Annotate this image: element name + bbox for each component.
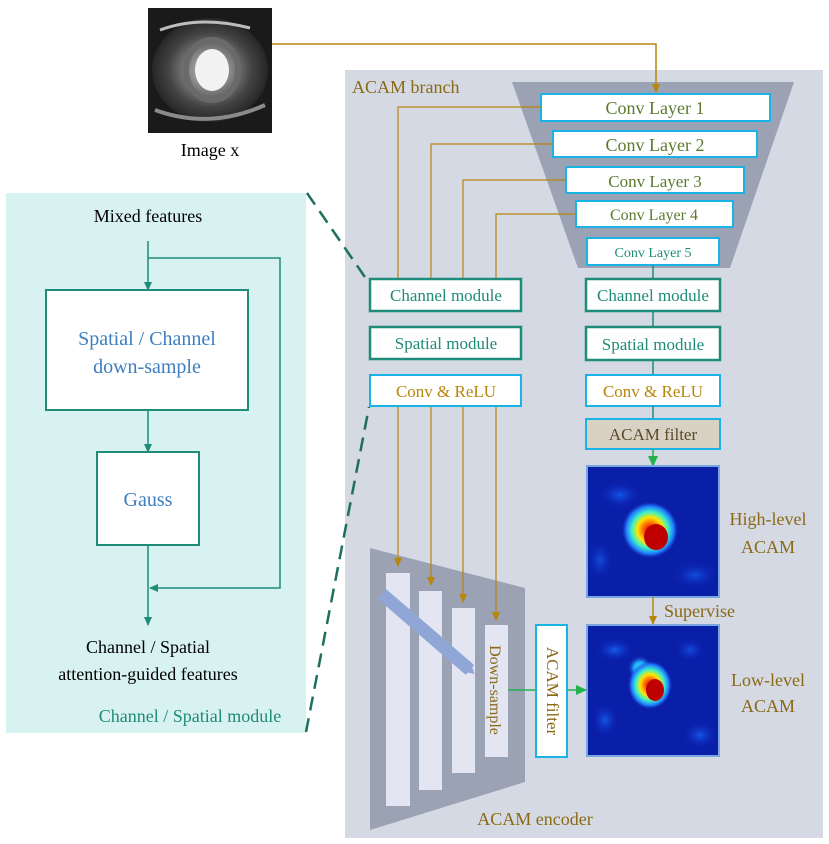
svg-text:Channel module: Channel module bbox=[390, 286, 502, 305]
svg-text:Conv Layer 5: Conv Layer 5 bbox=[615, 246, 692, 261]
encoder-acam-filter: ACAM filter bbox=[535, 624, 568, 758]
module-skip-line bbox=[148, 257, 281, 592]
svg-text:Spatial module: Spatial module bbox=[395, 334, 497, 353]
module-output-line1: Channel / Spatial bbox=[86, 637, 210, 657]
left-channel-module: Channel module bbox=[368, 277, 523, 313]
zoom-connector-bottom bbox=[304, 406, 371, 733]
right-channel-module: Channel module bbox=[584, 277, 722, 313]
conv-layer-3: Conv Layer 3 bbox=[565, 166, 745, 194]
encoder-bar-3 bbox=[452, 608, 475, 773]
conv-layer-4: Conv Layer 4 bbox=[575, 200, 734, 228]
image-to-conv-arrow bbox=[272, 43, 660, 93]
svg-text:Conv Layer 4: Conv Layer 4 bbox=[610, 207, 698, 224]
svg-text:Gauss: Gauss bbox=[124, 489, 173, 511]
left-spatial-module: Spatial module bbox=[368, 325, 523, 361]
input-mri-image bbox=[148, 8, 272, 133]
input-caption: Image x bbox=[181, 140, 239, 160]
left-conv-relu: Conv & ReLU bbox=[369, 374, 522, 407]
right-spatial-module: Spatial module bbox=[584, 325, 722, 362]
zoom-connector-top bbox=[305, 192, 371, 284]
module-output-line2: attention-guided features bbox=[58, 664, 237, 684]
svg-text:Conv & ReLU: Conv & ReLU bbox=[396, 382, 496, 401]
module-gauss-box: Gauss bbox=[96, 451, 200, 546]
svg-text:Conv Layer 1: Conv Layer 1 bbox=[606, 98, 705, 118]
low-level-label-1: Low-level bbox=[731, 670, 805, 690]
svg-text:Channel module: Channel module bbox=[597, 286, 709, 305]
module-input-label: Mixed features bbox=[94, 206, 202, 226]
skip-connections bbox=[394, 106, 576, 621]
right-conv-relu: Conv & ReLU bbox=[585, 374, 721, 407]
svg-text:down-sample: down-sample bbox=[93, 356, 201, 378]
svg-text:ACAM filter: ACAM filter bbox=[543, 647, 562, 736]
svg-text:Spatial / Channel: Spatial / Channel bbox=[78, 328, 216, 350]
svg-text:Conv & ReLU: Conv & ReLU bbox=[603, 382, 703, 401]
right-acam-filter: ACAM filter bbox=[585, 418, 721, 450]
svg-text:Conv Layer 3: Conv Layer 3 bbox=[608, 172, 701, 191]
conv-layer-2: Conv Layer 2 bbox=[552, 130, 758, 158]
conv-layer-1: Conv Layer 1 bbox=[540, 93, 771, 122]
downsample-label: Down-sample bbox=[486, 645, 503, 735]
svg-text:ACAM filter: ACAM filter bbox=[609, 425, 698, 444]
module-downsample-box: Spatial / Channel down-sample bbox=[45, 289, 249, 411]
encoder-flow-arrow bbox=[377, 589, 475, 675]
module-footer: Channel / Spatial module bbox=[99, 706, 281, 726]
high-level-acam-map bbox=[586, 465, 720, 598]
low-level-label-2: ACAM bbox=[741, 696, 795, 716]
high-level-label-2: ACAM bbox=[741, 537, 795, 557]
encoder-title: ACAM encoder bbox=[477, 809, 592, 829]
svg-text:Conv Layer 2: Conv Layer 2 bbox=[606, 135, 705, 155]
conv-layer-5: Conv Layer 5 bbox=[586, 237, 720, 266]
low-level-acam-map bbox=[586, 624, 720, 757]
supervise-label: Supervise bbox=[664, 601, 735, 621]
svg-text:Spatial module: Spatial module bbox=[602, 335, 704, 354]
encoder-bar-4 bbox=[485, 625, 508, 757]
high-level-label-1: High-level bbox=[730, 509, 807, 529]
branch-title: ACAM branch bbox=[352, 77, 459, 97]
